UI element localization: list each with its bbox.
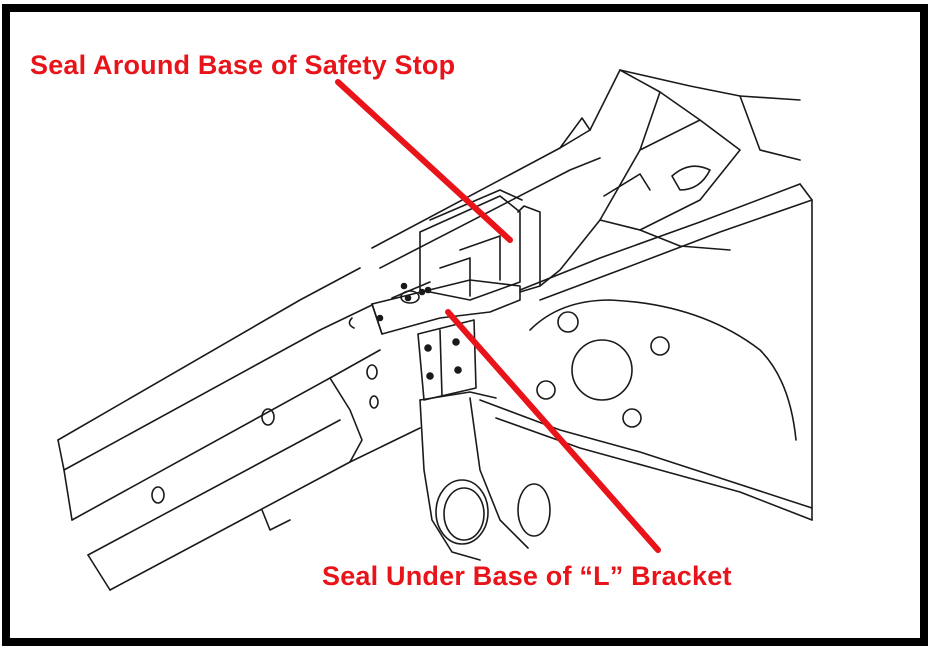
bolt: [400, 282, 408, 290]
rail-hole: [366, 364, 378, 380]
panel-hole: [622, 408, 642, 428]
bolt: [424, 344, 432, 352]
bolt: [452, 338, 460, 346]
rail-hole: [261, 408, 275, 426]
rail-slot: [348, 317, 355, 329]
l-bracket-vertical-edge: [439, 329, 443, 397]
cross-member-hole-inner: [443, 487, 485, 541]
cross-member: [419, 399, 481, 561]
frame-rail-lower-flange: [261, 509, 291, 531]
diagram-border: [2, 4, 928, 646]
safety-stop-top: [429, 189, 523, 221]
bolt: [404, 294, 412, 302]
body-panel-lower-2: [495, 417, 813, 521]
frame-rail-step: [329, 377, 363, 463]
frame-rail-end: [57, 439, 111, 591]
body-panel-top: [519, 183, 801, 291]
frame-rail-top-edge: [57, 267, 361, 441]
frame-rail-edge-4: [87, 419, 341, 556]
frame-rail-edge-3: [71, 349, 381, 521]
cross-member-3: [419, 391, 497, 401]
upper-bracket-slot: [671, 165, 711, 191]
panel-hole: [650, 336, 670, 356]
bolt: [454, 366, 462, 374]
body-panel-right: [799, 183, 813, 521]
bolt: [376, 314, 384, 322]
upper-bracket-4: [659, 91, 701, 121]
safety-stop-inner: [459, 235, 501, 281]
panel-contour: [529, 299, 797, 441]
upper-rail-edge-3: [391, 281, 431, 299]
cross-member-hole: [435, 479, 489, 545]
frame-rail-edge-2: [63, 304, 373, 471]
callout-safety-stop: Seal Around Base of Safety Stop: [30, 50, 456, 80]
upper-bracket-3: [639, 119, 741, 231]
leader-line-safety-stop: [335, 79, 513, 243]
body-panel-edge: [539, 199, 813, 301]
bolt: [426, 372, 434, 380]
panel-hole-large: [571, 339, 633, 401]
upper-bracket-5: [739, 95, 801, 161]
rail-hole: [151, 486, 165, 504]
upper-rail-edge-1: [371, 129, 591, 249]
safety-stop-face: [439, 257, 471, 297]
upper-bracket-arm: [599, 219, 731, 251]
panel-hole: [536, 380, 556, 400]
leader-line-l-bracket: [445, 309, 661, 553]
body-panel-lower: [479, 399, 813, 509]
cross-member-hole: [517, 483, 551, 537]
upper-bracket-cut: [603, 173, 651, 197]
upper-rail-edge-2: [379, 157, 601, 269]
upper-bracket-2: [619, 69, 801, 101]
upper-rail-end: [559, 117, 591, 149]
safety-stop-tab: [517, 205, 541, 293]
frame-rail-drawing: [57, 69, 813, 591]
rail-hole: [369, 395, 379, 409]
cross-member-2: [469, 397, 529, 549]
panel-hole: [557, 311, 579, 333]
l-bracket-plate: [371, 279, 521, 335]
callout-l-bracket: Seal Under Base of “L” Bracket: [322, 561, 732, 591]
l-bracket-hole: [400, 290, 420, 304]
bolt: [424, 286, 432, 294]
